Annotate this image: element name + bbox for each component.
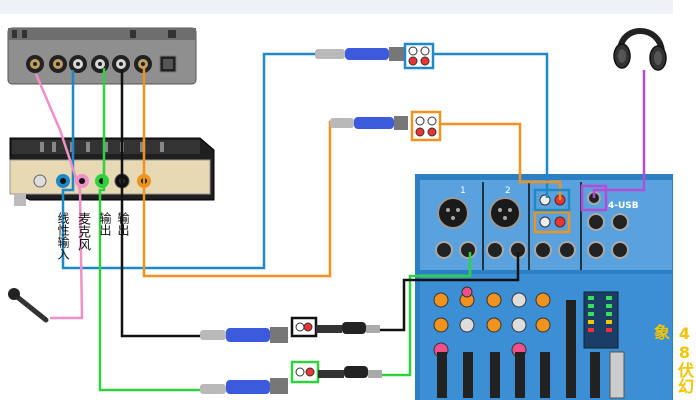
top-band	[0, 0, 673, 14]
mixer-brand: 4-USB	[608, 201, 639, 211]
label-microphone: 麦克风	[75, 212, 90, 251]
rca-plug-icon-orange	[330, 110, 442, 142]
card-jack-1	[26, 55, 44, 73]
channel-number-1: 1	[460, 186, 466, 196]
pci-sound-card	[9, 137, 215, 206]
label-output-2: 输出	[116, 212, 130, 236]
rca-plug-icon-black	[200, 316, 380, 343]
rca-plug-icon-green	[200, 360, 382, 394]
mixer-blue-highlight	[533, 188, 571, 212]
wire-green-mixer	[380, 252, 472, 377]
wire-pink	[34, 73, 84, 320]
power-switch	[609, 351, 625, 399]
mixer-orange-highlight	[533, 210, 571, 234]
wire-purple	[592, 70, 646, 198]
wire-black	[120, 70, 200, 338]
channel-number-2: 2	[505, 186, 511, 196]
mixer-purple-highlight	[580, 184, 608, 212]
wire-blue	[61, 52, 330, 270]
rca-plug-icon-blue	[315, 42, 435, 70]
wire-green	[98, 68, 200, 392]
wire-orange-mixer	[440, 122, 562, 200]
card-jack-3	[69, 55, 87, 73]
mixer-knobs	[433, 286, 551, 358]
label-line-in: 线性输入	[56, 212, 70, 260]
card-jack-2	[49, 55, 67, 73]
card-jack-4	[91, 55, 109, 73]
card-jack-6	[134, 55, 152, 73]
external-sound-card	[7, 27, 197, 85]
card-jack-5	[112, 55, 130, 73]
microphone-icon	[8, 288, 49, 323]
wire-blue-mixer	[434, 52, 549, 198]
label-output-1: 输出	[98, 212, 112, 236]
headphones-icon	[613, 28, 667, 71]
wire-black-mixer	[380, 252, 520, 332]
mixer: 4-USB 1 2	[415, 174, 673, 400]
mixer-side-text: 48伏幻象	[651, 324, 694, 394]
wiring-diagram: 4-USB 1 2	[7, 27, 673, 400]
